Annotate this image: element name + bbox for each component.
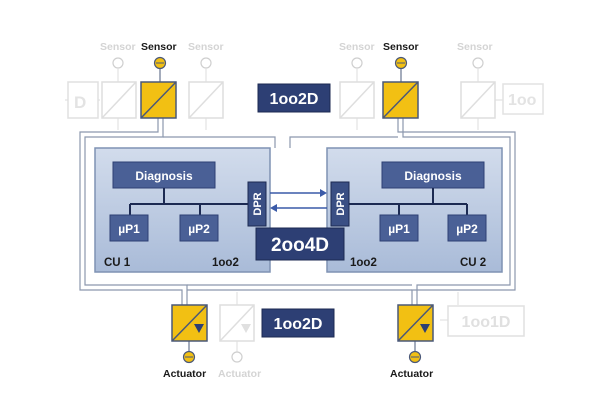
control-unit-1: Diagnosis µP1 µP2 DPR CU 1 1oo2: [94, 147, 271, 273]
badge-2oo4d: 2oo4D: [255, 227, 345, 261]
actuator-row: Actuator Actuator 1oo2D Actuator 1oo1D: [163, 304, 525, 380]
faded-sensor-label: Sensor: [100, 41, 136, 53]
faded-actuator-icon: [231, 351, 243, 363]
dpr-block-1: [247, 181, 267, 227]
diagnosis-block-1: [112, 161, 216, 189]
microprocessor-1-2: [179, 214, 219, 242]
faded-sensor-icon: [112, 57, 124, 69]
faded-sensor-label: Sensor: [457, 41, 493, 53]
cu2-1oo2-label: 1oo2: [350, 257, 377, 269]
microprocessor-1-1: [109, 214, 149, 242]
faded-actuator-label: Actuator: [218, 368, 261, 380]
faded-sensor-icon: [351, 57, 363, 69]
sensor-row-right: Sensor Sensor Sensor 1oo: [339, 41, 544, 119]
dpr-label-1: DPR: [252, 192, 264, 215]
badge-1oo2d-top: 1oo2D: [257, 83, 331, 113]
cu2-label: CU 2: [460, 257, 486, 269]
faded-badge-text: D: [74, 93, 86, 112]
faded-sensor-label: Sensor: [188, 41, 224, 53]
faded-badge-1oo1d: [447, 305, 525, 337]
cu1-label: CU 1: [104, 257, 131, 269]
actuator-label-active: Actuator: [390, 368, 433, 380]
faded-sensor-icon: [472, 57, 484, 69]
diagnosis-label-1: Diagnosis: [135, 169, 193, 183]
dpr-exchange-arrows: [270, 189, 327, 212]
dpr-label-2: DPR: [335, 192, 347, 215]
badge-1oo2d-text: 1oo2D: [270, 91, 319, 108]
up1-label: µP1: [118, 222, 140, 236]
up2-label: µP2: [188, 222, 210, 236]
control-unit-2: Diagnosis µP1 µP2 DPR 1oo2 CU 2: [326, 147, 503, 273]
badge-2oo4d-text: 2oo4D: [271, 235, 329, 256]
sensor-row-left: D Sensor Sensor Sensor: [67, 41, 224, 119]
actuator-label-active: Actuator: [163, 368, 206, 380]
connection-pipes: [79, 118, 516, 305]
badge-1oo2d-bottom: [261, 308, 335, 338]
diagnosis-label-2: Diagnosis: [404, 169, 462, 183]
dpr-block-2: [330, 181, 350, 227]
cu1-1oo2-label: 1oo2: [212, 257, 239, 269]
sensor-label-active: Sensor: [383, 41, 419, 53]
badge-1oo1d-text: 1oo1D: [462, 314, 511, 331]
microprocessor-2-1: [379, 214, 419, 242]
faded-badge-box: [502, 83, 544, 115]
faded-sensor-icon: [200, 57, 212, 69]
faded-badge-text: 1oo: [508, 92, 537, 109]
sensor-label-active: Sensor: [141, 41, 177, 53]
up1-label: µP1: [388, 222, 410, 236]
microprocessor-2-2: [447, 214, 487, 242]
faded-sensor-label: Sensor: [339, 41, 375, 53]
faded-badge-box: [67, 81, 99, 119]
up2-label: µP2: [456, 222, 478, 236]
badge-1oo2d-text: 1oo2D: [274, 316, 323, 333]
